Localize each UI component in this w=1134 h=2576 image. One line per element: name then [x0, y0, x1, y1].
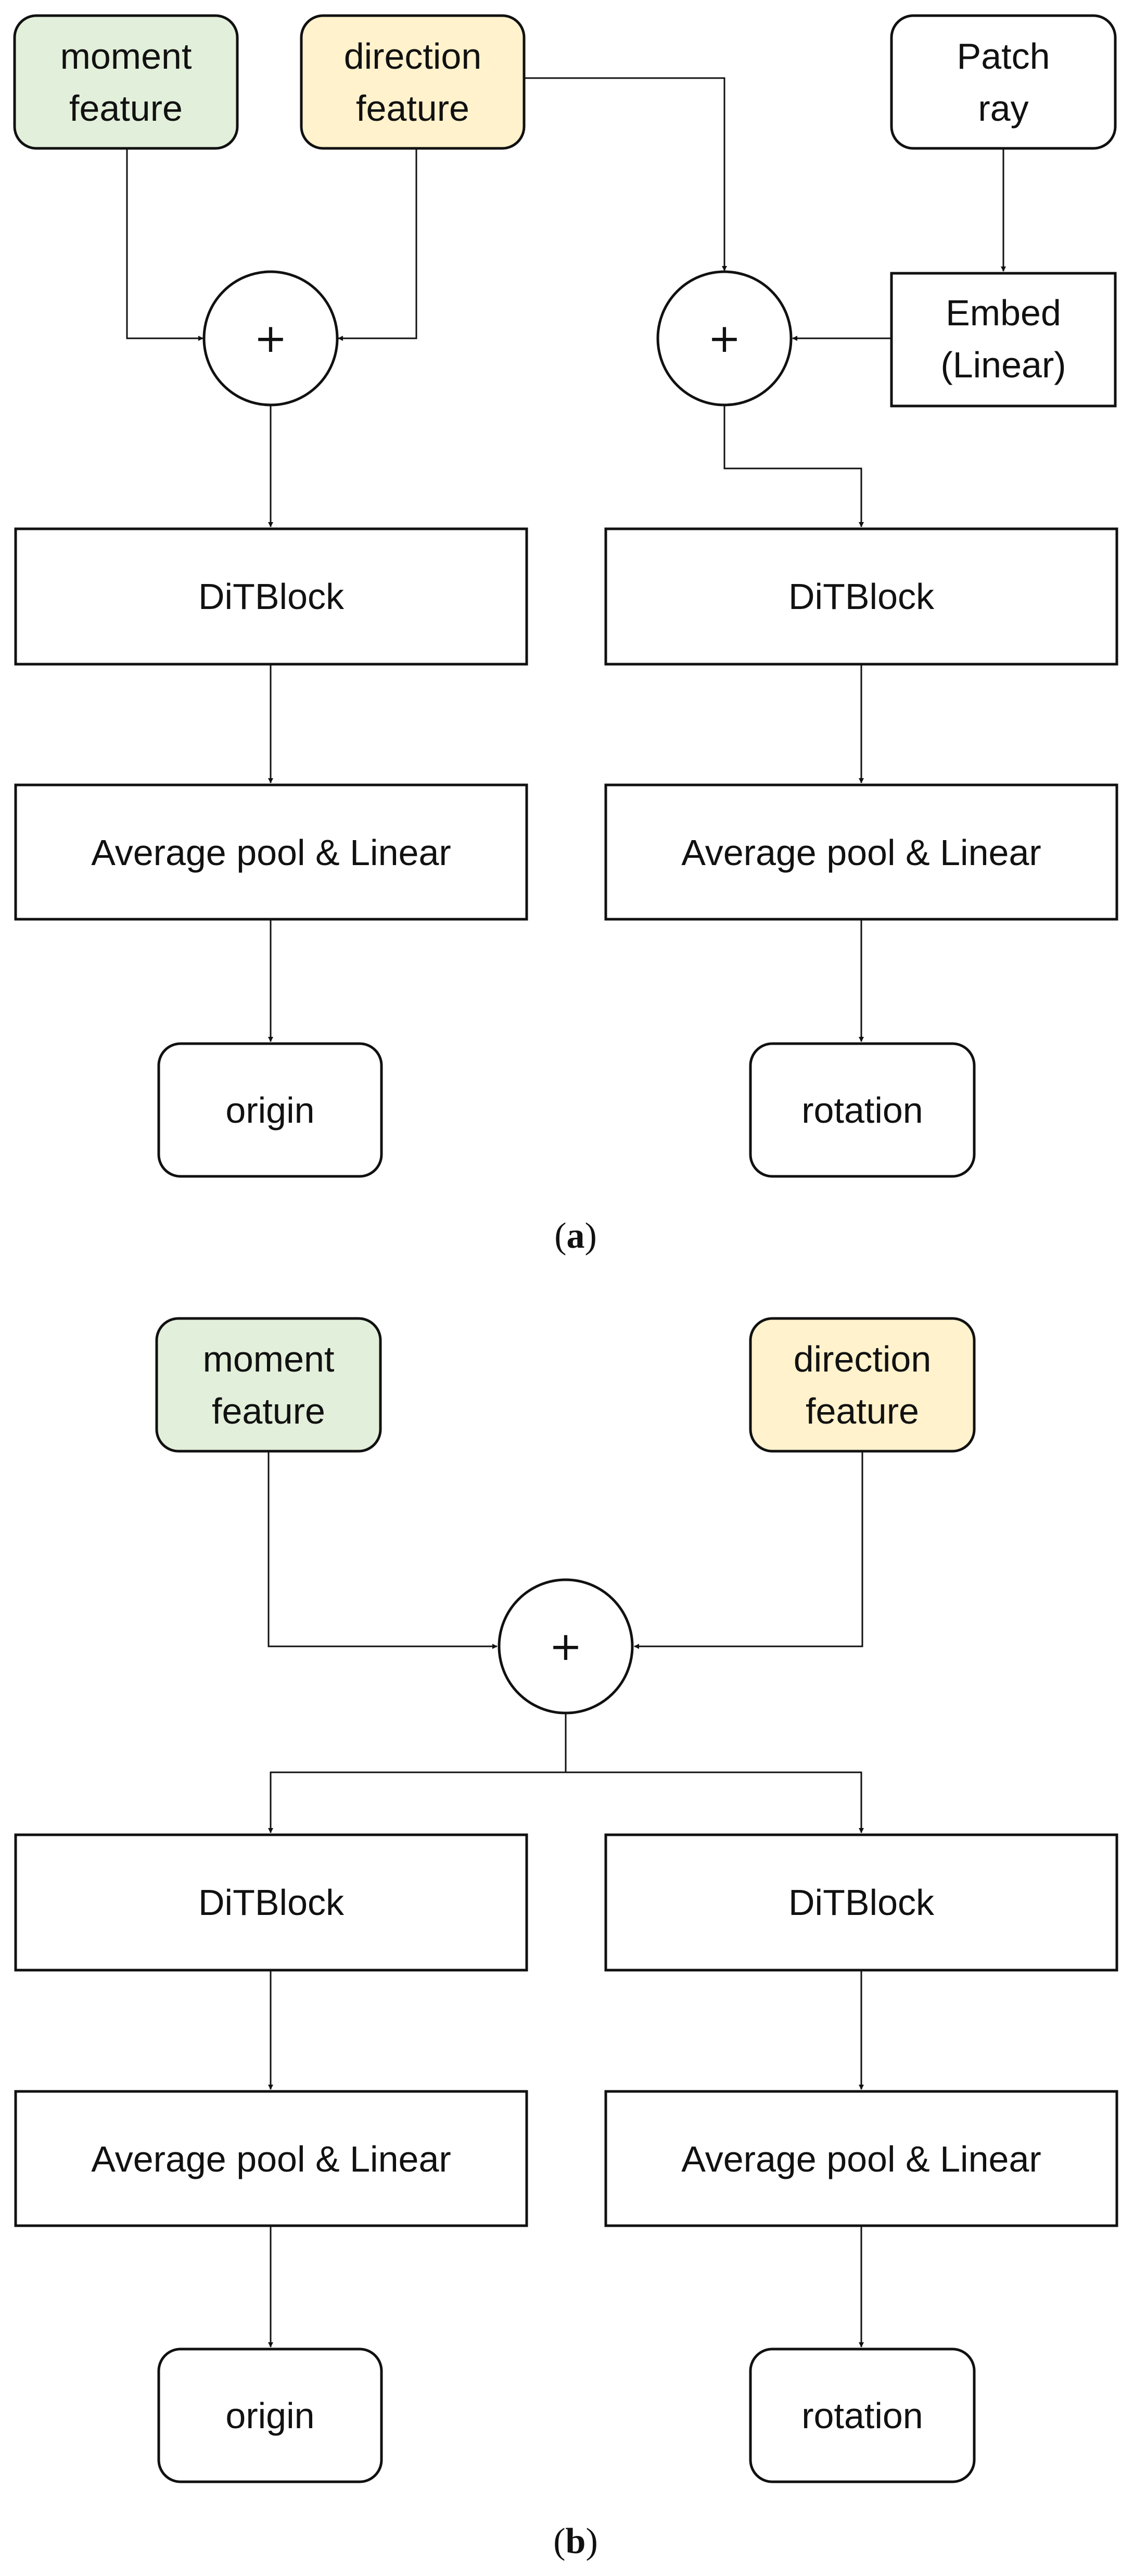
plus-right-symbol: +	[708, 315, 741, 361]
direction-feature-box	[300, 14, 526, 150]
ditblock-right-label: DiTBlock	[788, 576, 935, 617]
moment-feature-b-line1: moment	[203, 1339, 335, 1379]
patch-ray-label-line2: ray	[978, 88, 1028, 129]
output-origin-node-b: origin	[157, 2347, 383, 2483]
embed-box	[890, 272, 1117, 408]
ditblock-left-box	[14, 527, 528, 666]
direction-feature-b-line1: direction	[794, 1339, 932, 1379]
embed-label-line1: Embed	[946, 293, 1061, 333]
pool-right-label-b: Average pool & Linear	[681, 2139, 1041, 2179]
plus-symbol-b: +	[549, 1623, 582, 1669]
edge-moment-to-plus-left	[126, 149, 203, 341]
direction-feature-box-b	[749, 1317, 976, 1453]
output-rotation-node-b: rotation	[749, 2347, 976, 2483]
caption-a: (a)	[554, 1216, 597, 1256]
ditblock-left-node: DiTBlock	[14, 527, 528, 666]
moment-feature-label-line2: feature	[69, 88, 183, 129]
plus-node-b: +	[498, 1578, 634, 1715]
caption-b-letter: b	[566, 2521, 586, 2561]
moment-feature-node: moment feature	[13, 14, 239, 150]
moment-feature-b-line2: feature	[212, 1391, 325, 1431]
output-rotation-label-b: rotation	[801, 2395, 923, 2436]
output-rotation-label-a: rotation	[801, 1090, 923, 1131]
pool-right-box	[604, 783, 1118, 921]
moment-feature-box-b	[155, 1317, 382, 1453]
direction-feature-label-line2: feature	[356, 88, 469, 129]
moment-feature-label-line1: moment	[60, 36, 192, 77]
output-rotation-node-a: rotation	[749, 1042, 976, 1178]
ditblock-left-label: DiTBlock	[198, 576, 345, 617]
edge-plus-right-to-ditblock	[723, 406, 864, 527]
pool-left-label-b: Average pool & Linear	[91, 2139, 451, 2179]
plus-right-node: +	[656, 270, 793, 407]
pool-left-label: Average pool & Linear	[91, 832, 451, 873]
plus-circle-b	[498, 1578, 634, 1715]
plus-left-circle	[202, 270, 339, 407]
patch-ray-node: Patch ray	[890, 14, 1117, 150]
ditblock-left-node-b: DiTBlock	[14, 1833, 528, 1972]
edges-b	[267, 1452, 864, 2347]
plus-left-node: +	[202, 270, 339, 407]
panel-b: moment feature direction feature + DiTBl…	[14, 1317, 1118, 2561]
patch-ray-box	[890, 14, 1117, 150]
edge-direction-to-plus-right	[525, 77, 727, 271]
ditblock-left-label-b: DiTBlock	[198, 1882, 345, 1923]
pool-left-node: Average pool & Linear	[14, 783, 528, 921]
plus-right-circle	[656, 270, 793, 407]
direction-feature-label-line1: direction	[344, 36, 482, 77]
output-rotation-box-b	[749, 2347, 976, 2483]
output-rotation-box-a	[749, 1042, 976, 1178]
embed-label-line2: (Linear)	[940, 345, 1066, 385]
edges-a	[126, 77, 1006, 1042]
output-origin-label-b: origin	[225, 2395, 314, 2436]
direction-feature-b-line2: feature	[806, 1391, 919, 1431]
edge-direction-to-plus-b	[634, 1452, 863, 1649]
edge-moment-to-plus-b	[267, 1452, 498, 1649]
plus-left-symbol: +	[254, 315, 287, 361]
ditblock-right-node-b: DiTBlock	[604, 1833, 1118, 1972]
panel-a: moment feature direction feature Patch r…	[13, 14, 1118, 1256]
pool-right-label: Average pool & Linear	[681, 832, 1041, 873]
ditblock-right-box-b	[604, 1833, 1118, 1972]
pool-left-box	[14, 783, 528, 921]
ditblock-left-box-b	[14, 1833, 528, 1972]
edge-split-to-ditblock-right-b	[566, 1771, 864, 1833]
moment-feature-box	[13, 14, 239, 150]
edge-direction-to-plus-left	[338, 149, 417, 341]
moment-feature-node-b: moment feature	[155, 1317, 382, 1453]
embed-node: Embed (Linear)	[890, 272, 1117, 408]
pool-right-node-b: Average pool & Linear	[604, 2090, 1118, 2227]
pool-left-node-b: Average pool & Linear	[14, 2090, 528, 2227]
edge-split-to-ditblock-left-b	[268, 1771, 566, 1833]
output-origin-box-b	[157, 2347, 383, 2483]
pool-left-box-b	[14, 2090, 528, 2227]
caption-a-letter: a	[567, 1216, 585, 1256]
pool-right-node: Average pool & Linear	[604, 783, 1118, 921]
direction-feature-node: direction feature	[300, 14, 526, 150]
direction-feature-node-b: direction feature	[749, 1317, 976, 1453]
ditblock-right-node: DiTBlock	[604, 527, 1118, 666]
pool-right-box-b	[604, 2090, 1118, 2227]
ditblock-right-label-b: DiTBlock	[788, 1882, 935, 1923]
ditblock-right-box	[604, 527, 1118, 666]
caption-b: (b)	[553, 2521, 598, 2561]
output-origin-box-a	[157, 1042, 383, 1178]
output-origin-label-a: origin	[225, 1090, 314, 1131]
patch-ray-label-line1: Patch	[957, 36, 1050, 77]
output-origin-node-a: origin	[157, 1042, 383, 1178]
